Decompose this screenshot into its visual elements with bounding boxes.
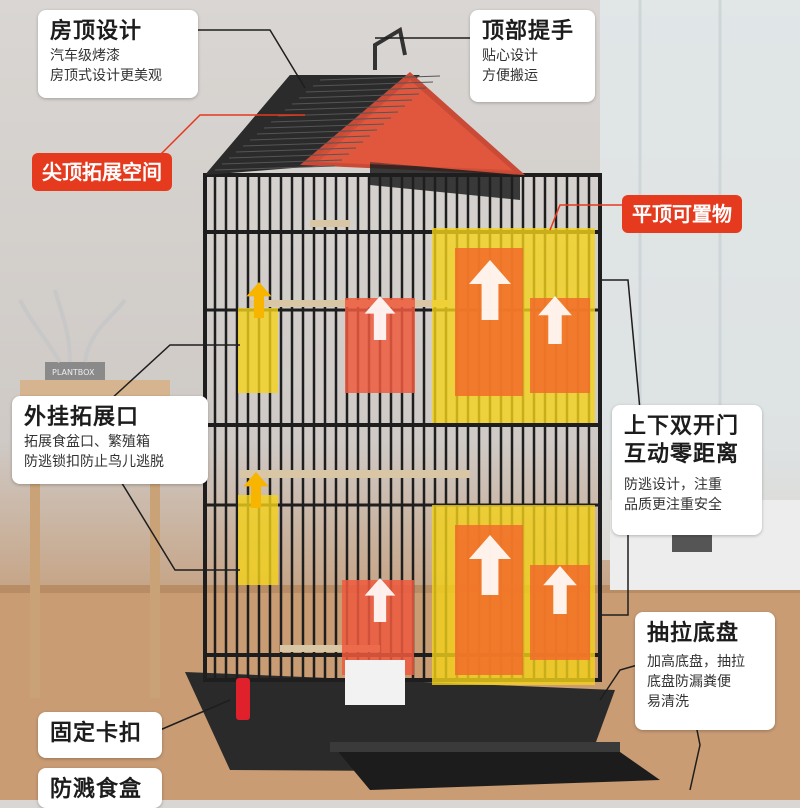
external-port-line2: 防逃锁扣防止鸟儿逃脱: [24, 454, 164, 470]
external-port-upper: [238, 308, 278, 393]
spire-highlight: [318, 80, 512, 170]
external-port-line1: 拓展食盆口、繁殖箱: [24, 434, 150, 450]
up-arrow-icon: [364, 296, 396, 340]
up-arrow-icon: [364, 578, 396, 622]
cage-tray: [185, 672, 660, 790]
lower-double-door: [432, 505, 595, 685]
red-pointer-lines: [159, 114, 625, 231]
double-door-callout: 上下双开门 互动零距离 防逃设计，注重 品质更注重安全: [612, 405, 762, 535]
perch-bottom: [280, 645, 380, 652]
double-door-title2: 互动零距离: [624, 442, 740, 467]
top-handle-line1: 贴心设计: [482, 48, 538, 64]
up-arrow-icon: [538, 296, 572, 344]
up-arrow-icon: [469, 260, 511, 320]
side-table-left: PLANTBOX: [18, 289, 170, 698]
spire-space-tag: 尖顶拓展空间: [32, 153, 172, 191]
double-door-line1: 防逃设计，注重: [624, 477, 722, 493]
pull-tray-line3: 易清洗: [647, 694, 689, 710]
food-box-callout: 防溅食盒: [38, 768, 162, 808]
cage-roof: [205, 72, 525, 200]
perch-middle: [240, 470, 470, 478]
pull-tray-line2: 底盘防漏粪便: [647, 674, 731, 690]
pull-tray-callout: 抽拉底盘 加高底盘，抽拉 底盘防漏粪便 易清洗: [635, 612, 775, 730]
pointer-lines: [109, 29, 701, 791]
top-handle-line2: 方便搬运: [482, 68, 538, 84]
roof-design-line1: 汽车级烤漆: [50, 48, 120, 64]
up-arrows: [243, 260, 577, 622]
up-arrow-icon: [243, 472, 269, 508]
up-arrow-icon: [246, 282, 272, 318]
pull-tray-title: 抽拉底盘: [647, 621, 740, 646]
pull-tray-line1: 加高底盘，抽拉: [647, 654, 745, 670]
roof-design-callout: 房顶设计 汽车级烤漆 房顶式设计更美观: [38, 10, 198, 98]
fixing-clip: [236, 678, 250, 720]
roof-design-title: 房顶设计: [50, 19, 143, 44]
food-box-title: 防溅食盒: [50, 777, 143, 802]
upper-double-door: [432, 228, 595, 423]
top-handle: [373, 26, 407, 70]
external-port-lower: [238, 495, 278, 585]
perch-top: [310, 220, 350, 227]
fixing-clip-title: 固定卡扣: [50, 721, 143, 746]
up-arrow-icon: [469, 535, 511, 595]
roof-ridges: [214, 75, 441, 171]
external-port-title: 外挂拓展口: [24, 405, 140, 430]
roof-design-line2: 房顶式设计更美观: [50, 68, 162, 84]
double-door-title1: 上下双开门: [624, 414, 740, 439]
book-label: PLANTBOX: [52, 368, 95, 377]
top-handle-callout: 顶部提手 贴心设计 方便搬运: [470, 10, 595, 102]
double-door-line2: 品质更注重安全: [624, 497, 722, 513]
top-handle-title: 顶部提手: [482, 19, 575, 44]
up-arrow-icon: [543, 566, 577, 614]
external-port-callout: 外挂拓展口 拓展食盆口、繁殖箱 防逃锁扣防止鸟儿逃脱: [12, 396, 208, 484]
fixing-clip-callout: 固定卡扣: [38, 712, 162, 758]
food-box: [345, 660, 405, 705]
flat-top-tag: 平顶可置物: [622, 195, 742, 233]
